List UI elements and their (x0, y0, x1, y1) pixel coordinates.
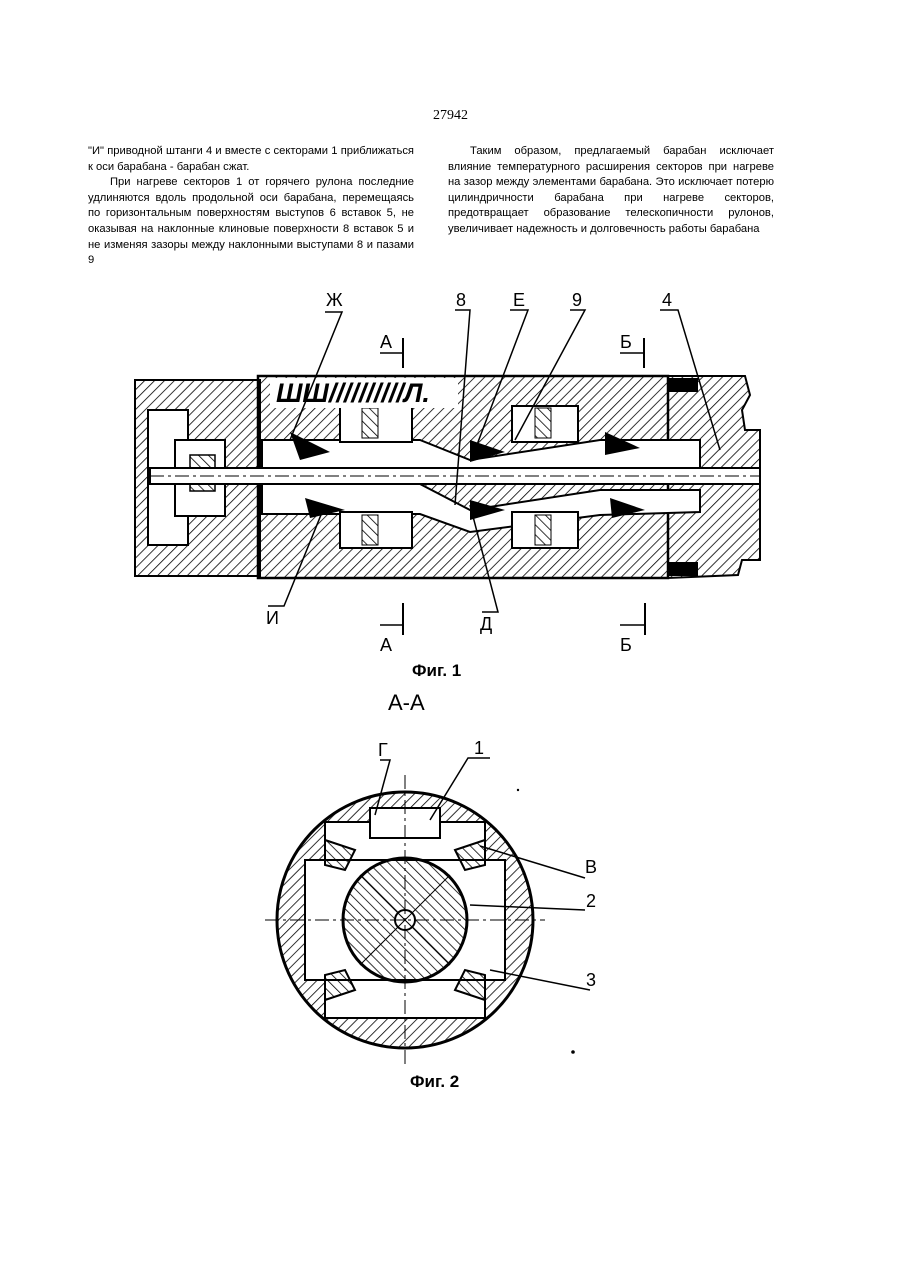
label-a-top: А (380, 332, 392, 352)
label-3: 3 (586, 970, 596, 990)
label-v: В (585, 857, 597, 877)
label-b-bottom: Б (620, 635, 632, 655)
label-i: И (266, 608, 279, 628)
figure-1-overlay-text: ШШ//////////Л. (276, 378, 430, 408)
section-title: А-А (388, 690, 425, 715)
label-zh: Ж (326, 290, 343, 310)
figure-1-caption: Фиг. 1 (412, 661, 461, 680)
label-d: Д (480, 614, 492, 634)
label-g: Г (378, 740, 388, 760)
label-1: 1 (474, 738, 484, 758)
figure-2-drawing: А-А Г 1 В 2 3 Фиг. 2 (265, 690, 597, 1091)
label-a-bottom: А (380, 635, 392, 655)
label-b-top: Б (620, 332, 632, 352)
figure-2-caption: Фиг. 2 (410, 1072, 459, 1091)
label-4: 4 (662, 290, 672, 310)
label-8: 8 (456, 290, 466, 310)
label-2: 2 (586, 891, 596, 911)
figure-1-drawing: ШШ//////////Л. Ж 8 Е 9 4 А Б И Д А Б Фиг… (135, 290, 760, 680)
label-e: Е (513, 290, 525, 310)
label-9: 9 (572, 290, 582, 310)
